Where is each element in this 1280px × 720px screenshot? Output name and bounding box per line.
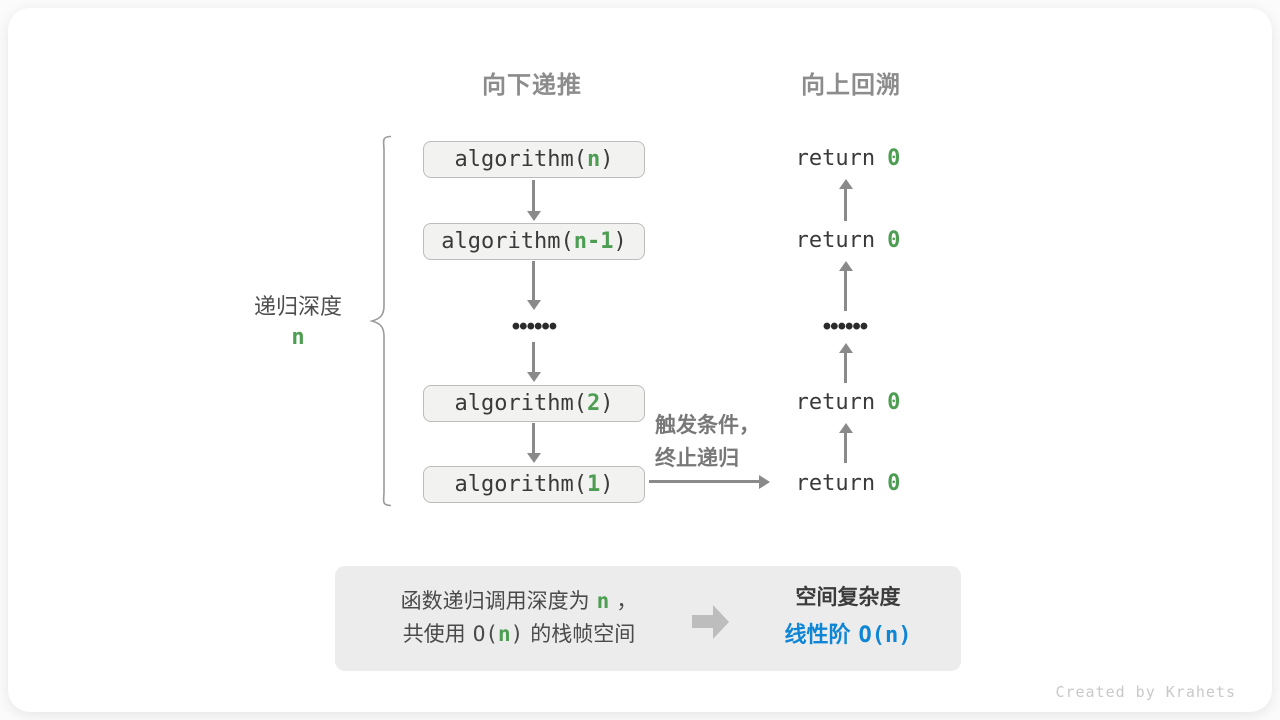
termination-annotation: 触发条件， 终止递归 (655, 409, 760, 475)
watermark: Created by Krahets (1055, 683, 1236, 701)
call-box-algorithm-1: algorithm(1) (423, 466, 645, 503)
arrow-down-icon (532, 342, 535, 373)
implies-arrow-icon (692, 605, 732, 639)
call-prefix: algorithm( (441, 229, 574, 254)
summary-line2: 共使用 O(n) 的栈帧空间 (349, 618, 689, 651)
call-suffix: ) (613, 229, 627, 254)
summary-text: ， (616, 590, 638, 613)
summary-text: 的栈帧空间 (530, 623, 636, 646)
complexity-value: 线性阶 O(n) (748, 620, 948, 651)
summary-text: 函数递归调用深度为 (400, 590, 590, 613)
call-prefix: algorithm( (454, 147, 587, 172)
return-statement: return 0 (748, 225, 948, 255)
return-value: 0 (887, 228, 901, 253)
arrow-up-icon (844, 188, 847, 221)
return-value: 0 (887, 471, 901, 496)
arrow-up-icon (844, 432, 847, 463)
return-keyword: return (795, 390, 876, 415)
call-suffix: ) (600, 147, 614, 172)
arrow-down-icon (532, 423, 535, 454)
return-value: 0 (887, 146, 901, 171)
call-arg: n-1 (573, 229, 614, 254)
summary-text: 共使用 (402, 623, 466, 646)
return-statement: return 0 (748, 468, 948, 498)
call-arg: n (586, 147, 601, 172)
recursion-depth-label: 递归深度 (253, 294, 342, 319)
call-suffix: ) (600, 472, 614, 497)
call-box-algorithm-n-1: algorithm(n-1) (423, 223, 645, 260)
call-box-algorithm-n: algorithm(n) (423, 141, 645, 178)
call-suffix: ) (600, 391, 614, 416)
arrow-down-icon (532, 261, 535, 301)
summary-var: n (497, 622, 511, 646)
arrow-up-icon (844, 270, 847, 311)
recursion-depth-value: n (291, 325, 305, 350)
complexity-title: 空间复杂度 (795, 586, 901, 609)
summary-var: n (596, 589, 610, 613)
annotation-line1: 触发条件， (655, 414, 760, 437)
arrow-down-icon (532, 180, 535, 212)
diagram-card: 向下递推 向上回溯 递归深度 n algorithm(n) algorithm(… (8, 8, 1272, 712)
return-keyword: return (795, 471, 876, 496)
return-value: 0 (887, 390, 901, 415)
summary-line1: 函数递归调用深度为 n ， (349, 585, 689, 618)
header-downward-recursion: 向下递推 (482, 72, 582, 99)
return-statement: return 0 (748, 143, 948, 173)
arrow-bar (692, 615, 713, 628)
ellipsis-dots: •••••• (822, 313, 868, 340)
ellipsis-dots: •••••• (511, 313, 557, 340)
curly-brace (369, 135, 392, 507)
call-prefix: algorithm( (454, 391, 587, 416)
header-upward-backtrack: 向上回溯 (801, 72, 901, 99)
complexity-notation: O(n) (858, 623, 912, 648)
arrow-head (713, 605, 729, 639)
complexity-order: 线性阶 (784, 622, 851, 647)
call-arg: 1 (586, 472, 601, 497)
call-prefix: algorithm( (454, 472, 587, 497)
call-box-algorithm-2: algorithm(2) (423, 385, 645, 422)
complexity-result: 空间复杂度 线性阶 O(n) (748, 583, 948, 651)
return-keyword: return (795, 146, 876, 171)
arrow-right-icon (649, 480, 760, 483)
call-arg: 2 (586, 391, 601, 416)
summary-code: ) (510, 622, 524, 646)
return-keyword: return (795, 228, 876, 253)
arrow-up-icon (844, 352, 847, 383)
return-statement: return 0 (748, 387, 948, 417)
summary-code: O( (472, 622, 498, 646)
annotation-line2: 终止递归 (655, 447, 739, 470)
